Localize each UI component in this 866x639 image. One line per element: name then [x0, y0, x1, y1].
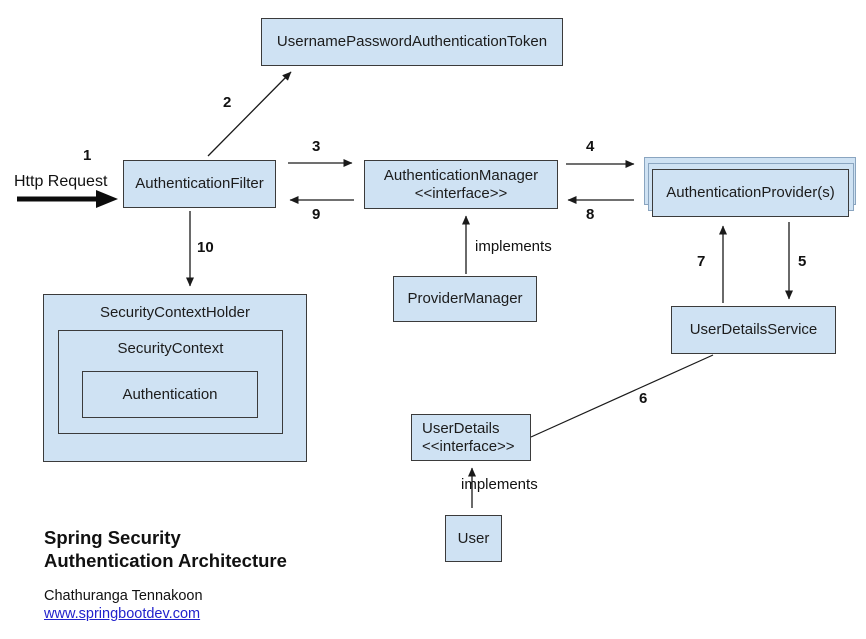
diagram-title-line2: Authentication Architecture: [44, 550, 287, 571]
edge-label-10: 10: [197, 239, 214, 256]
box-provider-manager: ProviderManager: [393, 276, 537, 322]
box-label: SecurityContextHolder: [99, 304, 251, 321]
stereotype-label: <<interface>>: [422, 438, 515, 455]
stereotype-label: <<interface>>: [414, 184, 508, 202]
edge-label-3: 3: [312, 138, 321, 155]
diagram-title-line1: Spring Security: [44, 527, 181, 548]
box-user-details: UserDetails <<interface>>: [411, 414, 531, 461]
box-username-password-authentication-token: UsernamePasswordAuthenticationToken: [261, 18, 563, 66]
edge-label-5: 5: [798, 253, 807, 270]
box-label: Authentication: [122, 385, 218, 403]
box-label: UserDetailsService: [689, 321, 818, 338]
box-authentication-filter: AuthenticationFilter: [123, 160, 276, 208]
edge-label-4: 4: [586, 138, 595, 155]
box-label: ProviderManager: [407, 290, 523, 307]
implements-label-providermanager: implements: [475, 238, 552, 255]
line-6-uds-to-userdetails: [530, 354, 714, 438]
edge-label-6: 6: [639, 390, 648, 407]
author-name: Chathuranga Tennakoon: [44, 588, 203, 604]
box-label: AuthenticationFilter: [135, 175, 264, 192]
edge-label-7: 7: [697, 253, 706, 270]
edge-label-1: 1: [83, 147, 92, 164]
box-authentication-manager: AuthenticationManager <<interface>>: [364, 160, 558, 209]
box-label: UserDetails: [422, 420, 500, 437]
arrow-2-filter-to-token: [207, 71, 292, 157]
implements-label-user: implements: [461, 476, 538, 493]
box-label: AuthenticationProvider(s): [666, 184, 835, 201]
http-request-label: Http Request: [14, 173, 108, 190]
diagram-title: Spring Security Authentication Architect…: [44, 526, 287, 572]
edge-label-9: 9: [312, 206, 321, 223]
box-user-details-service: UserDetailsService: [671, 306, 836, 354]
box-user: User: [445, 515, 502, 562]
box-authentication-providers: AuthenticationProvider(s): [652, 169, 849, 217]
box-label: User: [457, 529, 490, 547]
arrow-1-http-request: [17, 190, 118, 208]
edge-label-8: 8: [586, 206, 595, 223]
box-authentication: Authentication: [82, 371, 258, 418]
box-label: SecurityContext: [117, 340, 224, 357]
box-security-context: SecurityContext Authentication: [58, 330, 283, 434]
edge-label-2: 2: [223, 94, 232, 111]
box-label: AuthenticationManager: [383, 166, 539, 184]
box-label: UsernamePasswordAuthenticationToken: [276, 33, 548, 50]
website-link[interactable]: www.springbootdev.com: [44, 606, 201, 622]
box-security-context-holder: SecurityContextHolder SecurityContext Au…: [43, 294, 307, 462]
